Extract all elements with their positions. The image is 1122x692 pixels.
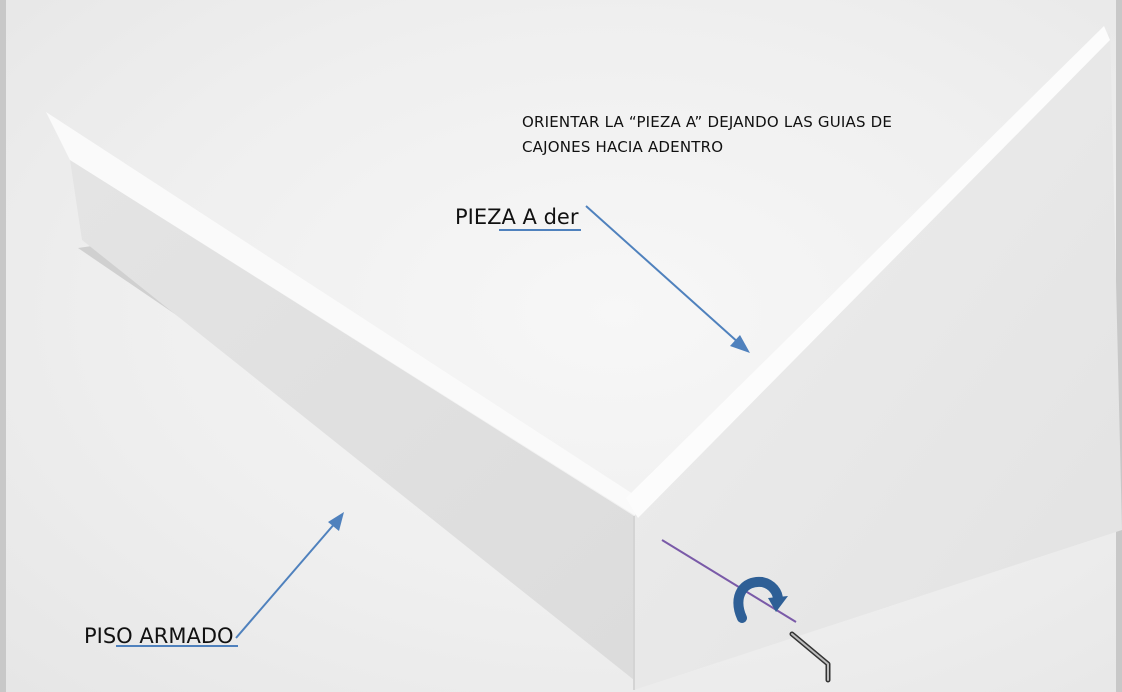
- screw-axis-line: [661, 539, 797, 623]
- left-panel-face: [70, 160, 634, 680]
- pieza-arrowhead: [730, 335, 750, 353]
- assembly-scene: [46, 26, 1122, 690]
- piso-label: PISO ARMADO: [84, 624, 234, 648]
- rotate-arrow-icon: [733, 576, 788, 623]
- piso-arrowhead: [328, 512, 344, 531]
- right-panel-top: [626, 26, 1110, 518]
- allen-key-icon: [789, 631, 831, 683]
- instruction-line-2: CAJONES HACIA ADENTRO: [522, 138, 724, 156]
- piso-arrow: [235, 521, 337, 639]
- pieza-arrow: [585, 205, 741, 345]
- right-panel-face: [634, 32, 1122, 690]
- left-panel-top: [46, 112, 636, 516]
- instruction-line-1: ORIENTAR LA “PIEZA A” DEJANDO LAS GUIAS …: [522, 113, 893, 131]
- instruction-text: ORIENTAR LA “PIEZA A” DEJANDO LAS GUIAS …: [522, 110, 892, 160]
- pieza-label: PIEZA A der: [455, 205, 579, 229]
